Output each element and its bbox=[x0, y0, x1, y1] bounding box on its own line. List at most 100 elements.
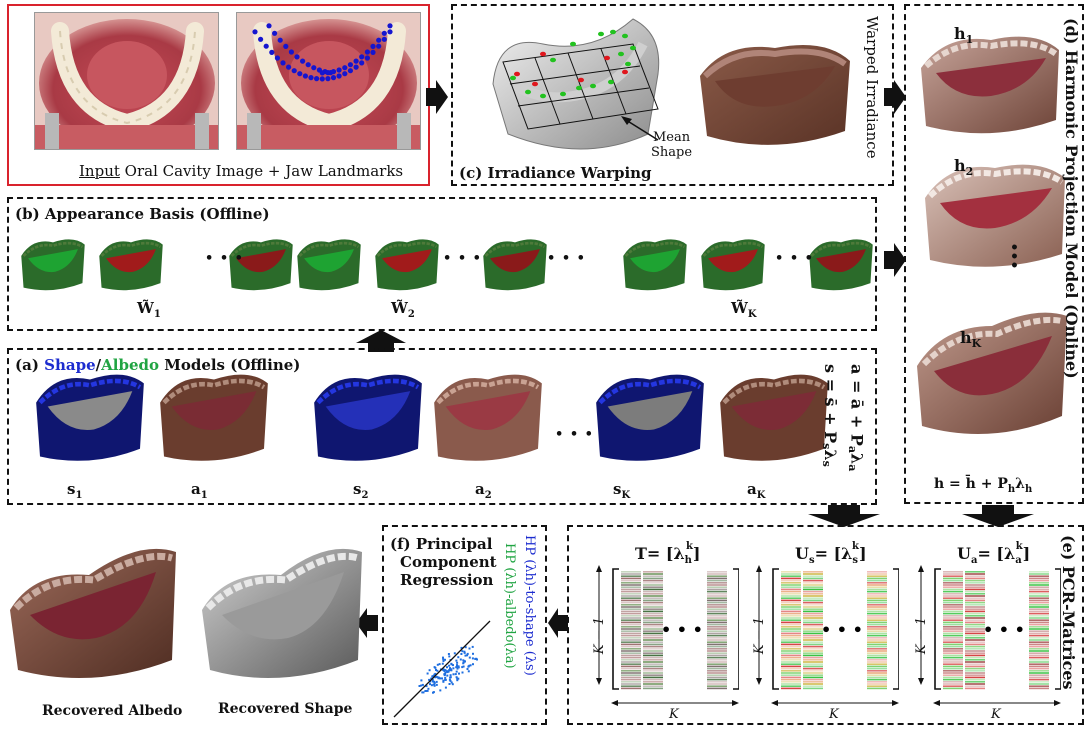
panel-principal-component-regression: (f) Principal Component Regression HP (λ… bbox=[382, 525, 547, 725]
recovered-shape-jaw bbox=[202, 548, 362, 678]
model-label-main: s bbox=[67, 480, 76, 498]
matrix-lambda-sup: k bbox=[685, 541, 693, 552]
model-label: s1 bbox=[67, 480, 82, 501]
eq-albedo-lhs: a = ā + P bbox=[847, 364, 867, 446]
matrix-ellipsis: • • • bbox=[821, 620, 863, 639]
model-label-sub: K bbox=[756, 490, 766, 501]
matrix-col-dim: K bbox=[829, 707, 839, 722]
recovered-albedo-label: Recovered Albedo bbox=[42, 703, 183, 719]
hp-to-shape-label: HP (λh)-to-shape (λs) bbox=[522, 535, 537, 676]
matrix-lambda-sub: s bbox=[852, 555, 858, 567]
model-label-sub: 2 bbox=[484, 490, 492, 501]
harmonic-jaw-hk bbox=[917, 312, 1067, 434]
eq-shape-sub: s bbox=[820, 443, 833, 450]
basis-jaw bbox=[701, 239, 765, 291]
panel-a-title-shape: Shape bbox=[44, 356, 96, 374]
matrix-ellipsis: • • • bbox=[983, 620, 1025, 639]
arrow-hpm-to-pcr bbox=[962, 505, 1034, 527]
basis-ellipsis-1: • • • bbox=[205, 251, 244, 266]
panel-harmonic-projection: h1 h2 ••• hK h = h̄ + Phλh (d) H bbox=[904, 4, 1084, 504]
basis-ellipsis-2: • • • bbox=[443, 251, 482, 266]
arrow-models-to-pcr bbox=[808, 505, 880, 527]
mean-shape-model bbox=[492, 18, 660, 150]
matrix-col-dim: K bbox=[669, 707, 679, 722]
matrix-title: Us= [λsk] bbox=[795, 541, 867, 566]
mean-shape-line1: Mean bbox=[652, 130, 691, 145]
harmonic-jaw-h2 bbox=[925, 164, 1065, 267]
hpm-eq-mid: λ bbox=[1015, 476, 1025, 492]
matrix-row-dim: K − 1 bbox=[752, 616, 768, 655]
basis-jaw bbox=[21, 239, 85, 291]
eq-albedo: a = ā + Paλa bbox=[846, 364, 867, 472]
shape-model-jaw bbox=[314, 374, 422, 461]
recovered-shape-label: Recovered Shape bbox=[218, 701, 353, 717]
matrix-close: ] bbox=[858, 544, 867, 563]
basis-label-2-sub: 2 bbox=[407, 309, 415, 320]
panel-a-title-rest: Models (Offline) bbox=[159, 356, 301, 374]
matrix-col-dim: K bbox=[991, 707, 1001, 722]
basis-jaw bbox=[809, 239, 873, 291]
harmonic-jaw-h1 bbox=[921, 36, 1059, 134]
matrix-ellipsis: • • • bbox=[661, 620, 703, 639]
basis-label-1-sub: 1 bbox=[153, 309, 161, 320]
arrow-pcr-to-regression bbox=[548, 608, 568, 638]
hk-main: h bbox=[960, 328, 972, 347]
panel-d-title: (d) Harmonic Projection Model (Online) bbox=[1062, 18, 1081, 379]
model-label-sub: 1 bbox=[75, 490, 83, 501]
input-caption-prefix: Input bbox=[79, 162, 120, 180]
matrix-lambda-sub: h bbox=[684, 555, 692, 567]
basis-ellipsis-4: • • • bbox=[775, 251, 814, 266]
arrow-basis-to-hpm bbox=[884, 243, 906, 277]
h1-sub: 1 bbox=[965, 33, 974, 47]
basis-jaw bbox=[229, 239, 293, 291]
h1-label: h1 bbox=[954, 24, 973, 46]
eq-albedo-lambda-sub: a bbox=[846, 464, 860, 472]
panel-b-title: (b) Appearance Basis (Offline) bbox=[15, 205, 270, 223]
mean-shape-pointer bbox=[621, 116, 659, 141]
shape-model-jaw bbox=[36, 374, 144, 461]
matrix-lambda-sup: k bbox=[852, 541, 859, 552]
matrix-rhs: = [λ bbox=[977, 544, 1016, 563]
matrix-lambda-sub: a bbox=[1015, 555, 1022, 567]
h1-main: h bbox=[954, 24, 966, 43]
hk-label: hK bbox=[960, 328, 981, 350]
panel-f-title-line3: Regression bbox=[400, 571, 494, 589]
input-panel: Input Oral Cavity Image + Jaw Landmarks bbox=[7, 4, 430, 186]
hp-albedo-label: HP (λh)-albedo(λa) bbox=[502, 543, 517, 669]
model-label: sK bbox=[613, 480, 630, 501]
input-caption: Input Oral Cavity Image + Jaw Landmarks bbox=[79, 162, 403, 180]
eq-shape-lambda: λ bbox=[821, 449, 841, 461]
matrix-name-sub: a bbox=[970, 555, 978, 567]
hpm-eq-sub1: h bbox=[1007, 483, 1016, 495]
eq-shape-lambda-sub: s bbox=[820, 460, 833, 467]
recovered-albedo-jaw bbox=[10, 548, 176, 678]
panel-a-title-slash: / bbox=[95, 356, 102, 374]
mean-shape-label: Mean Shape bbox=[651, 130, 692, 160]
regression-scatter bbox=[393, 620, 491, 718]
basis-label-2-main: W̃ bbox=[391, 299, 408, 317]
albedo-model-jaw bbox=[160, 374, 268, 461]
panel-f-title-line2: Component bbox=[400, 553, 497, 571]
basis-jaw bbox=[623, 239, 687, 291]
matrix-name-sub: s bbox=[808, 555, 815, 567]
landmark-photo bbox=[236, 12, 421, 150]
model-label-main: s bbox=[353, 480, 362, 498]
model-label-main: s bbox=[613, 480, 622, 498]
matrix-lambda-sup: k bbox=[1015, 541, 1023, 552]
matrix-name: T bbox=[635, 544, 647, 563]
basis-label-1: W̃1 bbox=[137, 299, 161, 320]
warped-irradiance-label: Warped Irradiance bbox=[863, 16, 881, 159]
hpm-vertical-ellipsis: ••• bbox=[1010, 240, 1020, 274]
model-label: a1 bbox=[191, 480, 208, 501]
model-equations: a = ā + Paλa s = s̄ + Psλs bbox=[815, 364, 867, 471]
matrix-row-dim: K − 1 bbox=[914, 616, 930, 655]
hpm-eq-sub2: h bbox=[1024, 483, 1033, 495]
model-label: a2 bbox=[475, 480, 492, 501]
basis-jaw bbox=[99, 239, 163, 291]
albedo-model-jaw bbox=[434, 374, 542, 461]
panel-c-title: (c) Irradiance Warping bbox=[459, 164, 652, 182]
arrow-input-to-warping bbox=[426, 80, 448, 114]
panel-a-title-prefix: (a) bbox=[15, 356, 45, 374]
eq-shape: s = s̄ + Psλs bbox=[820, 364, 841, 467]
